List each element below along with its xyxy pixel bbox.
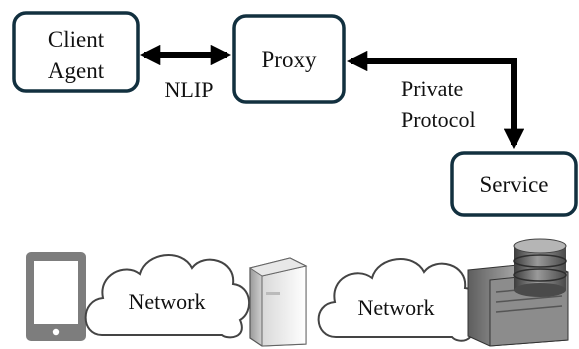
private-protocol-arrow bbox=[346, 50, 525, 150]
service-label: Service bbox=[480, 172, 549, 197]
network-label-right: Network bbox=[358, 295, 435, 320]
private-protocol-label-line1: Private bbox=[401, 76, 463, 101]
proxy-server-icon bbox=[248, 257, 308, 347]
database-server-icon bbox=[467, 238, 569, 347]
network-label-left: Network bbox=[129, 289, 206, 314]
nlip-label: NLIP bbox=[165, 77, 214, 102]
private-protocol-label-line2: Protocol bbox=[401, 107, 476, 132]
proxy-node: Proxy bbox=[232, 14, 346, 104]
client-agent-node: Client Agent bbox=[12, 11, 140, 93]
proxy-label: Proxy bbox=[262, 47, 317, 72]
service-node: Service bbox=[450, 151, 578, 217]
network-cloud-left: Network bbox=[84, 254, 250, 339]
client-agent-label-line1: Client bbox=[48, 27, 105, 52]
client-agent-label-line2: Agent bbox=[48, 58, 105, 83]
smartphone-icon bbox=[26, 252, 86, 341]
network-cloud-right: Network bbox=[317, 258, 481, 342]
